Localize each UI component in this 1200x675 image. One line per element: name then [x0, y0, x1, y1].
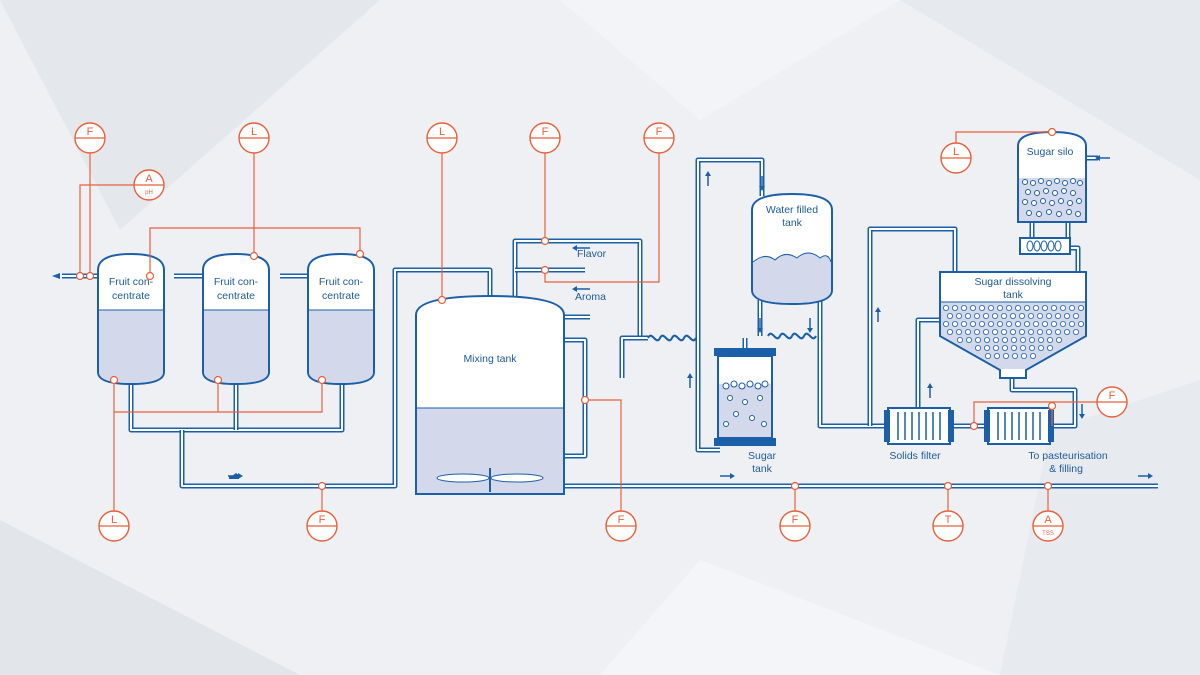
instrument-letter: L — [439, 126, 445, 138]
instrument-f-1: F — [74, 122, 106, 154]
instrument-a-2: ApH — [133, 169, 165, 201]
water-filled-tank: Water filled tank — [751, 192, 833, 306]
instrument-letter: A — [1044, 514, 1052, 526]
fruit-tank-3-label-2: centrate — [322, 290, 360, 302]
solids-filter: Solids filter — [884, 407, 954, 462]
instrument-l-7: L — [426, 122, 458, 154]
sugar-silo: Sugar silo — [1017, 130, 1087, 223]
dissolving-tank-label-2: tank — [1003, 289, 1024, 301]
sugar-tank-label-1: Sugar — [748, 450, 777, 462]
fruit-tank-1: Fruit con- centrate — [97, 252, 165, 386]
mixing-tank-label: Mixing tank — [463, 353, 517, 365]
dissolving-tank-label-1: Sugar dissolving — [974, 276, 1051, 288]
screw-feeder — [1019, 237, 1071, 255]
instrument-f-12: F — [779, 510, 811, 542]
to-pasteurisation-label-1: To pasteurisation — [1028, 450, 1108, 462]
instrument-letter: F — [1109, 390, 1116, 402]
instrument-f-10: F — [1096, 386, 1128, 418]
fruit-tank-1-label-1: Fruit con- — [109, 276, 154, 288]
sugar-dissolving-tank: Sugar dissolving tank — [939, 271, 1087, 379]
instrument-sub: TSS — [1042, 531, 1054, 537]
sugar-tank-label-2: tank — [752, 463, 773, 475]
to-pasteurisation-label-2: & filling — [1049, 463, 1083, 475]
instrument-letter: A — [145, 173, 153, 185]
instrument-sub: pH — [145, 190, 153, 196]
flow-arrows — [52, 155, 1153, 479]
sugar-tank: Sugar tank — [714, 348, 777, 475]
solids-filter-label: Solids filter — [889, 450, 941, 462]
instruments: F ApH L L F F L F L F F F T A TSS — [74, 122, 1128, 542]
water-tank-label-1: Water filled — [766, 204, 818, 216]
coil-exchanger-2 — [767, 332, 817, 340]
instrument-letter: L — [251, 126, 257, 138]
instrument-f-6: F — [529, 122, 561, 154]
instrument-t-14: T — [932, 510, 964, 542]
instrument-letter: F — [656, 126, 663, 138]
instrument-letter: F — [542, 126, 549, 138]
instrument-letter: L — [953, 146, 959, 158]
fruit-tank-2-label-2: centrate — [217, 290, 255, 302]
water-tank-label-2: tank — [782, 217, 803, 229]
coil-exchanger-1 — [647, 334, 697, 342]
instrument-letter: F — [319, 514, 326, 526]
instrument-f-11: F — [605, 510, 637, 542]
fruit-tank-2: Fruit con- centrate — [202, 252, 270, 386]
instrument-a-15: A TSS — [1032, 510, 1064, 542]
sugar-silo-label: Sugar silo — [1027, 146, 1074, 158]
instrument-letter: F — [618, 514, 625, 526]
plate-heat-exchanger: To pasteurisation & filling — [984, 407, 1108, 475]
signal-lines — [79, 131, 1100, 520]
instrument-l-3: L — [238, 122, 270, 154]
instrument-letter: T — [945, 514, 952, 526]
fruit-tank-2-label-1: Fruit con- — [214, 276, 259, 288]
fruit-tank-3-label-1: Fruit con- — [319, 276, 364, 288]
aroma-label: Aroma — [575, 291, 606, 303]
instrument-l-4: L — [98, 510, 130, 542]
signal-taps — [75, 127, 1057, 491]
instrument-letter: L — [111, 514, 117, 526]
flavor-label: Flavor — [577, 248, 607, 260]
fruit-tank-1-label-2: centrate — [112, 290, 150, 302]
instrument-f-5: F — [306, 510, 338, 542]
mixing-tank: Mixing tank — [415, 294, 565, 495]
fruit-tank-3: Fruit con- centrate — [307, 252, 375, 386]
instrument-l-9: L — [940, 142, 972, 174]
instrument-f-8: F — [643, 122, 675, 154]
instrument-letter: F — [87, 126, 94, 138]
instrument-letter: F — [792, 514, 799, 526]
